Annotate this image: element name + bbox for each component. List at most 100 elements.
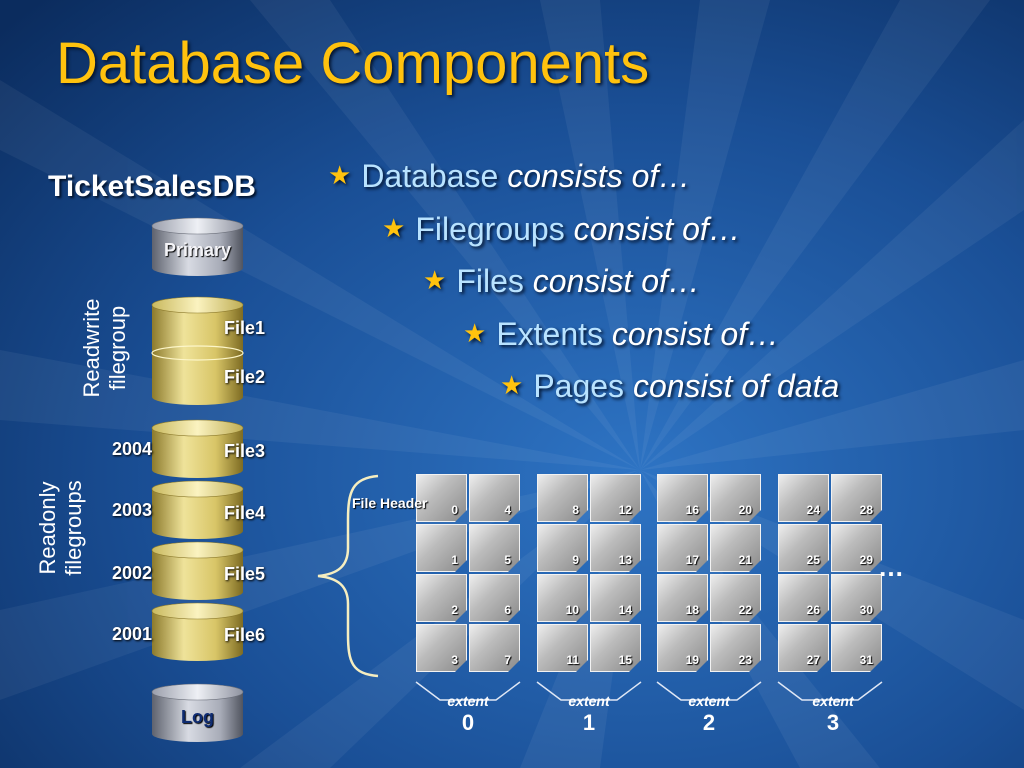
extent-chevron-1	[536, 681, 642, 701]
extent-3-word: extent	[812, 693, 854, 709]
page-number: 28	[859, 503, 873, 517]
page-number: 10	[565, 603, 579, 617]
extent-0-word: extent	[447, 693, 489, 709]
page-number: 29	[859, 553, 873, 567]
page-tile: 31	[831, 624, 882, 672]
extent-chevron-0	[415, 681, 521, 701]
page-number: 19	[685, 653, 699, 667]
page-number: 31	[859, 653, 873, 667]
cylinder-file5	[151, 541, 244, 600]
page-tile: 21	[710, 524, 761, 572]
page-tile: 16	[657, 474, 708, 522]
extent-0-number: 0	[461, 710, 475, 735]
page-tile: 19	[657, 624, 708, 672]
page-tile: 1	[416, 524, 467, 572]
file1-label: File1	[224, 318, 266, 338]
log-label: Log	[181, 707, 214, 727]
page-number: 1	[451, 553, 458, 567]
page-number: 22	[738, 603, 752, 617]
extent-chevron-2	[656, 681, 762, 701]
page-tile: 18	[657, 574, 708, 622]
page-number: 17	[685, 553, 699, 567]
more-extents-ellipsis: …	[878, 552, 904, 582]
year-2002-label: 2002	[112, 563, 153, 583]
page-number: 3	[451, 653, 458, 667]
extent-1-number: 1	[582, 710, 596, 735]
page-number: 18	[685, 603, 699, 617]
bullet-pages: ★Pages consist of data	[500, 368, 840, 404]
star-icon: ★	[500, 370, 524, 400]
file5-label: File5	[224, 564, 266, 584]
page-tile: 30	[831, 574, 882, 622]
page-number: 16	[685, 503, 699, 517]
page-number: 24	[806, 503, 820, 517]
page-tile: 9	[537, 524, 588, 572]
star-icon: ★	[423, 265, 447, 295]
file6-label: File6	[224, 625, 266, 645]
page-number: 8	[572, 503, 579, 517]
bullet-filegroups: ★Filegroups consist of…	[382, 211, 741, 247]
page-number: 15	[618, 653, 632, 667]
extent-2-number: 2	[702, 710, 716, 735]
file2-label: File2	[224, 367, 266, 387]
page-tile: 3	[416, 624, 467, 672]
bullet-extents: ★Extents consist of…	[463, 316, 780, 352]
page-tile: 24	[778, 474, 829, 522]
page-tile: 26	[778, 574, 829, 622]
extent-1-word: extent	[568, 693, 610, 709]
page-tile: 25	[778, 524, 829, 572]
page-tile: 10	[537, 574, 588, 622]
bullet-database: ★Database consists of…	[328, 158, 691, 194]
page-tile: 28	[831, 474, 882, 522]
page-tile: 6	[469, 574, 520, 622]
cylinder-file4	[151, 480, 244, 539]
database-name: TicketSalesDB	[48, 170, 256, 203]
page-number: 11	[566, 653, 579, 667]
page-tile: 12	[590, 474, 641, 522]
page-tile: 4	[469, 474, 520, 522]
file-brace	[317, 474, 379, 678]
cylinder-file6	[151, 602, 244, 661]
extent-chevron-3	[777, 681, 883, 701]
page-number: 14	[618, 603, 632, 617]
cylinder-file1-file2	[151, 296, 244, 405]
extent-3-number: 3	[826, 710, 840, 735]
page-tile: 23	[710, 624, 761, 672]
page-tile: 11	[537, 624, 588, 672]
page-number: 21	[738, 553, 752, 567]
cylinder-file3	[151, 419, 244, 478]
page-number: 25	[806, 553, 820, 567]
page-tile: 2	[416, 574, 467, 622]
year-2004-label: 2004	[112, 439, 153, 459]
page-tile: 8	[537, 474, 588, 522]
page-number: 2	[451, 603, 458, 617]
readwrite-filegroup-label: Readwrite filegroup	[79, 298, 130, 398]
page-number: 30	[859, 603, 873, 617]
page-tile: 5	[469, 524, 520, 572]
cylinder-primary	[151, 217, 244, 276]
page-number: 13	[618, 553, 632, 567]
slide-title: Database Components	[56, 31, 650, 96]
star-icon: ★	[463, 318, 487, 348]
page-number: 26	[806, 603, 820, 617]
page-number: 12	[618, 503, 632, 517]
star-icon: ★	[328, 160, 352, 190]
page-tile: 27	[778, 624, 829, 672]
bullet-files: ★Files consist of…	[423, 263, 700, 299]
cylinder-log	[151, 683, 244, 742]
page-tile: 29	[831, 524, 882, 572]
page-number: 9	[572, 553, 579, 567]
year-2001-label: 2001	[112, 624, 153, 644]
extent-2-word: extent	[688, 693, 730, 709]
primary-label: Primary	[163, 240, 232, 260]
page-tile: 17	[657, 524, 708, 572]
page-tile: 20	[710, 474, 761, 522]
page-tile: 13	[590, 524, 641, 572]
readonly-filegroups-label: Readonly filegroups	[35, 480, 86, 576]
file3-label: File3	[224, 441, 266, 461]
file4-label: File4	[224, 503, 266, 523]
star-icon: ★	[382, 213, 406, 243]
page-tile: 15	[590, 624, 641, 672]
page-number: 23	[738, 653, 752, 667]
year-2003-label: 2003	[112, 500, 153, 520]
